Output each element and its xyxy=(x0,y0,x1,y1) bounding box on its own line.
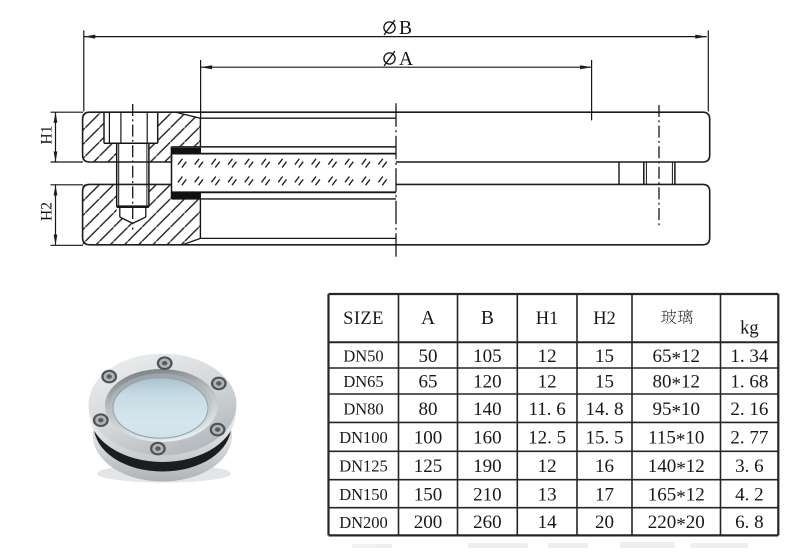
svg-text:kg: kg xyxy=(740,319,759,339)
svg-text:125: 125 xyxy=(414,456,443,477)
svg-text:100: 100 xyxy=(414,428,443,449)
svg-text:65*12: 65*12 xyxy=(652,346,700,370)
svg-text:6. 8: 6. 8 xyxy=(735,512,764,533)
svg-text:16: 16 xyxy=(595,456,614,477)
svg-text:210: 210 xyxy=(473,484,502,505)
svg-text:DN50: DN50 xyxy=(343,346,383,365)
svg-text:20: 20 xyxy=(595,512,614,533)
svg-text:B: B xyxy=(399,18,412,39)
svg-text:95*10: 95*10 xyxy=(652,399,700,423)
svg-text:H2: H2 xyxy=(39,202,56,221)
svg-text:A: A xyxy=(399,49,413,70)
svg-text:B: B xyxy=(481,308,494,329)
svg-text:12. 5: 12. 5 xyxy=(528,428,566,449)
svg-text:1. 34: 1. 34 xyxy=(730,346,769,367)
svg-text:150: 150 xyxy=(414,484,443,505)
svg-text:80*12: 80*12 xyxy=(652,372,700,396)
svg-text:15: 15 xyxy=(595,372,614,393)
svg-text:DN125: DN125 xyxy=(339,457,388,476)
svg-text:15: 15 xyxy=(595,346,614,367)
svg-text:200: 200 xyxy=(414,512,443,533)
svg-text:H1: H1 xyxy=(39,126,56,145)
svg-text:260: 260 xyxy=(473,512,502,533)
svg-text:140: 140 xyxy=(473,399,502,420)
svg-text:12: 12 xyxy=(538,456,557,477)
svg-text:4. 2: 4. 2 xyxy=(735,484,764,505)
svg-text:115*10: 115*10 xyxy=(648,428,704,452)
svg-text:17: 17 xyxy=(595,484,614,505)
svg-text:13: 13 xyxy=(538,484,557,505)
svg-text:2. 77: 2. 77 xyxy=(730,428,768,449)
svg-text:11. 6: 11. 6 xyxy=(528,399,565,420)
svg-text:165*12: 165*12 xyxy=(648,484,705,508)
svg-text:12: 12 xyxy=(538,372,557,393)
svg-text:65: 65 xyxy=(419,372,438,393)
svg-text:DN200: DN200 xyxy=(339,513,388,532)
svg-text:15. 5: 15. 5 xyxy=(586,428,624,449)
svg-text:H2: H2 xyxy=(593,309,616,329)
svg-text:DN100: DN100 xyxy=(339,428,388,447)
svg-text:14: 14 xyxy=(538,512,558,533)
svg-text:H1: H1 xyxy=(536,309,559,329)
svg-text:120: 120 xyxy=(473,372,502,393)
svg-text:80: 80 xyxy=(419,399,438,420)
svg-text:DN80: DN80 xyxy=(343,399,383,418)
svg-text:220*20: 220*20 xyxy=(648,512,705,536)
svg-text:190: 190 xyxy=(473,456,502,477)
svg-text:2. 16: 2. 16 xyxy=(730,399,768,420)
svg-text:SIZE: SIZE xyxy=(343,309,384,329)
svg-text:A: A xyxy=(421,308,435,329)
svg-text:50: 50 xyxy=(419,346,438,367)
svg-text:160: 160 xyxy=(473,428,502,449)
svg-text:105: 105 xyxy=(473,346,502,367)
svg-text:DN150: DN150 xyxy=(339,485,388,504)
svg-text:14. 8: 14. 8 xyxy=(586,399,624,420)
svg-text:1. 68: 1. 68 xyxy=(730,372,768,393)
svg-text:3. 6: 3. 6 xyxy=(735,456,764,477)
svg-text:DN65: DN65 xyxy=(343,372,383,391)
svg-text:12: 12 xyxy=(538,346,557,367)
svg-text:140*12: 140*12 xyxy=(648,456,705,480)
